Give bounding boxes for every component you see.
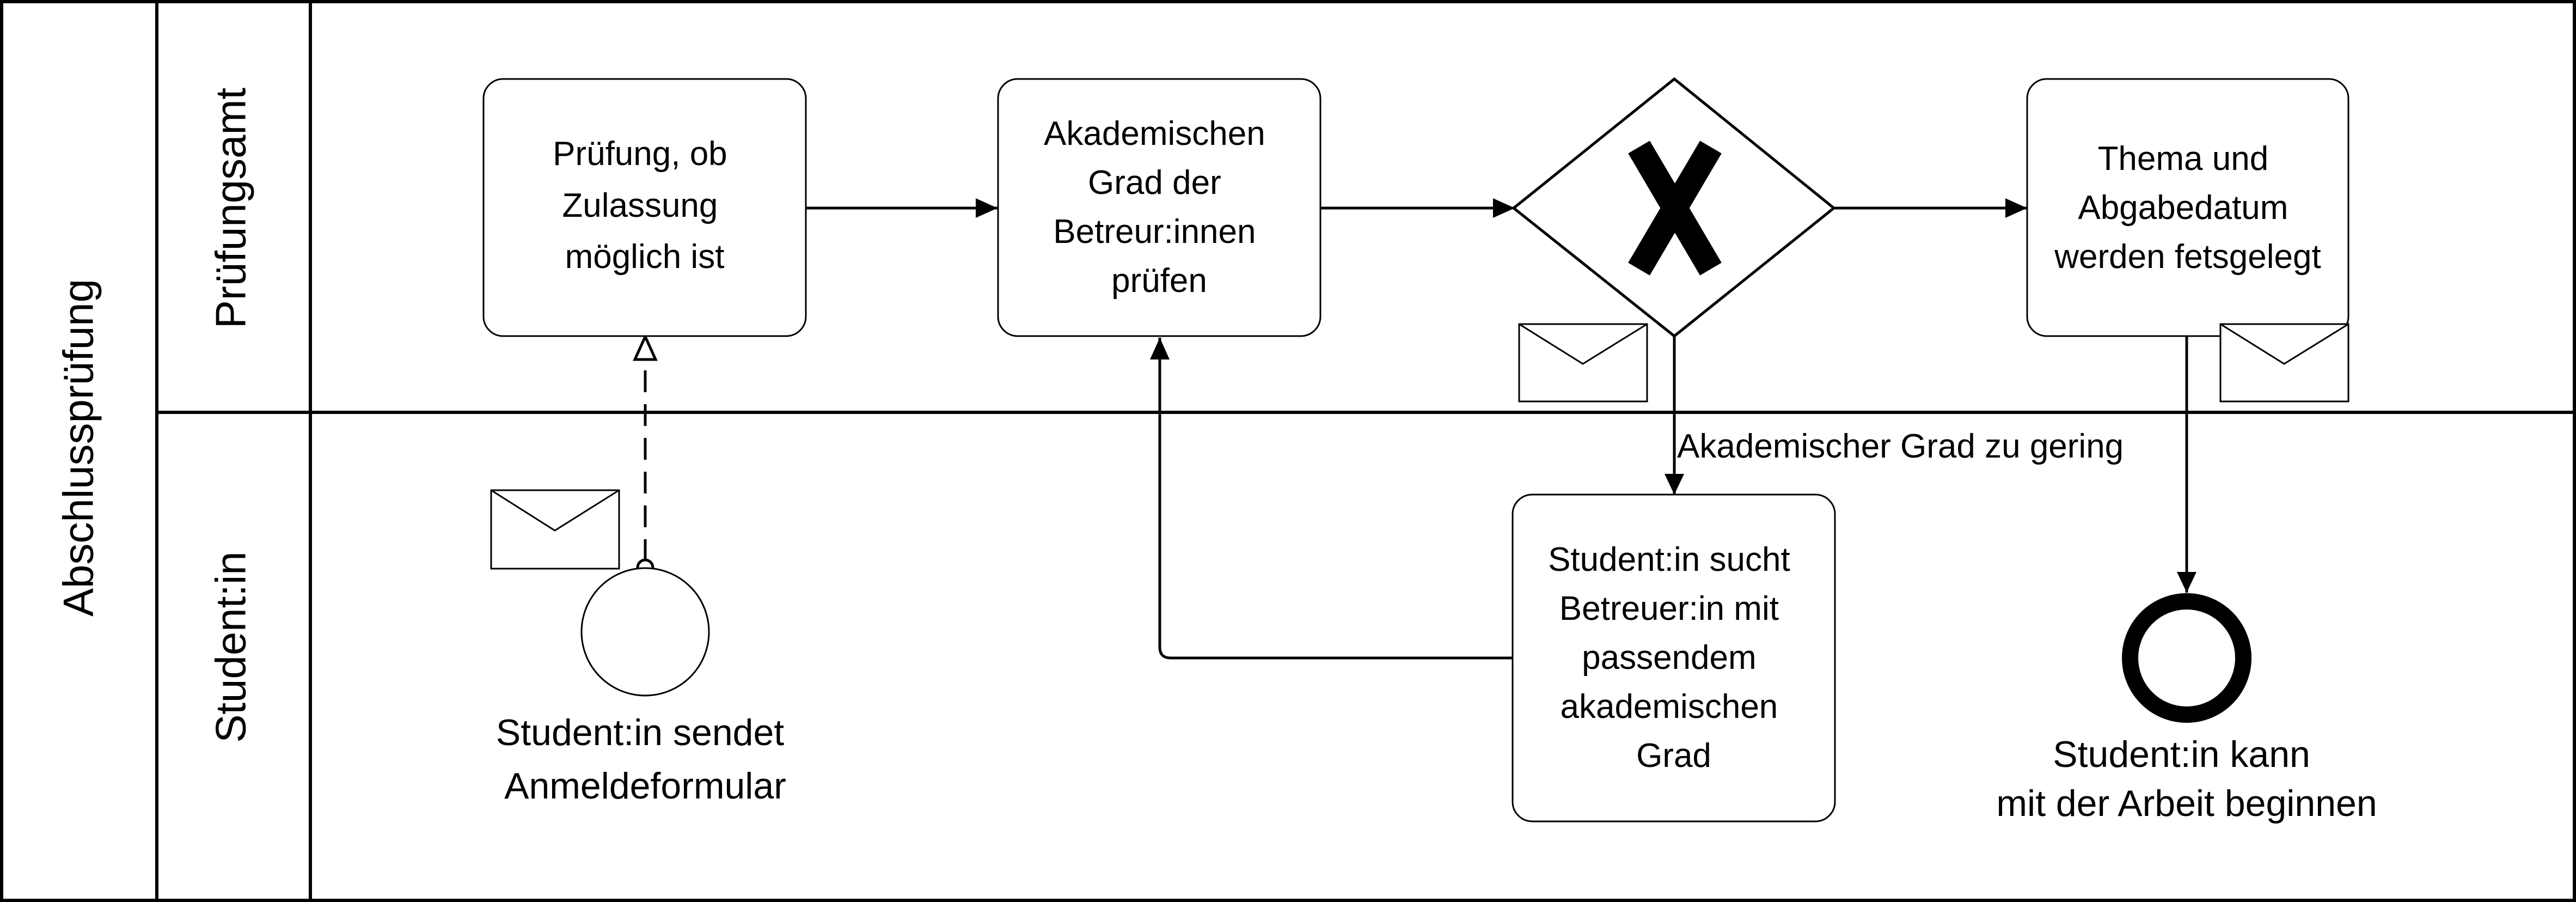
flow-condition-label: Akademischer Grad zu gering: [1677, 428, 2124, 465]
svg-text:Thema und Abgabedatum: Thema und Abgabedatum werden fetsgelegt: [2054, 140, 2321, 276]
start-event-label: Student:in sendet Anmeldeformular: [496, 712, 794, 807]
task-check-admission[interactable]: Prüfung, ob Zulassung möglich ist: [482, 78, 807, 337]
envelope-icon: [1518, 323, 1648, 403]
exclusive-gateway-x-icon: [1628, 141, 1722, 276]
task-check-degree[interactable]: Akademischen Grad der Betreur:innen prüf…: [997, 78, 1321, 337]
start-event[interactable]: [580, 567, 710, 697]
svg-text:Akademischen Grad der: Akademischen Grad der Betreur:innen prüf…: [1044, 115, 1275, 300]
arrowhead-icon: [976, 198, 998, 218]
hollow-arrowhead-icon: [633, 333, 658, 361]
svg-text:Student:in sucht Betreue: Student:in sucht Betreuer:in mit passend…: [1548, 541, 1800, 775]
arrowhead-icon: [2005, 198, 2027, 218]
flow-find-supervisor-to-check-degree: [1158, 338, 1513, 660]
envelope-icon: [490, 489, 620, 570]
end-event[interactable]: [2122, 593, 2251, 723]
lane-label-student: Student:in: [207, 551, 255, 742]
exclusive-gateway[interactable]: [1511, 77, 1836, 338]
lane-label-pruefungsamt: Prüfungsamt: [207, 88, 255, 329]
task-find-supervisor[interactable]: Student:in sucht Betreuer:in mit passend…: [1512, 493, 1836, 822]
end-event-label: Student:in kann mit der Arbeit beginnen: [1996, 734, 2377, 824]
arrowhead-icon: [2177, 572, 2196, 593]
envelope-icon: [2219, 323, 2349, 403]
arrowhead-icon: [1493, 198, 1515, 218]
arrowhead-icon: [1150, 338, 1170, 359]
pool-label: Abschlussprüfung: [54, 279, 102, 617]
svg-text:Prüfung, ob Zulassung: Prüfung, ob Zulassung möglich ist: [553, 135, 737, 276]
arrowhead-icon: [1665, 474, 1684, 495]
message-flow: [633, 333, 658, 577]
sequence-flows: [806, 198, 2196, 660]
task-set-topic[interactable]: Thema und Abgabedatum werden fetsgelegt: [2026, 78, 2349, 337]
